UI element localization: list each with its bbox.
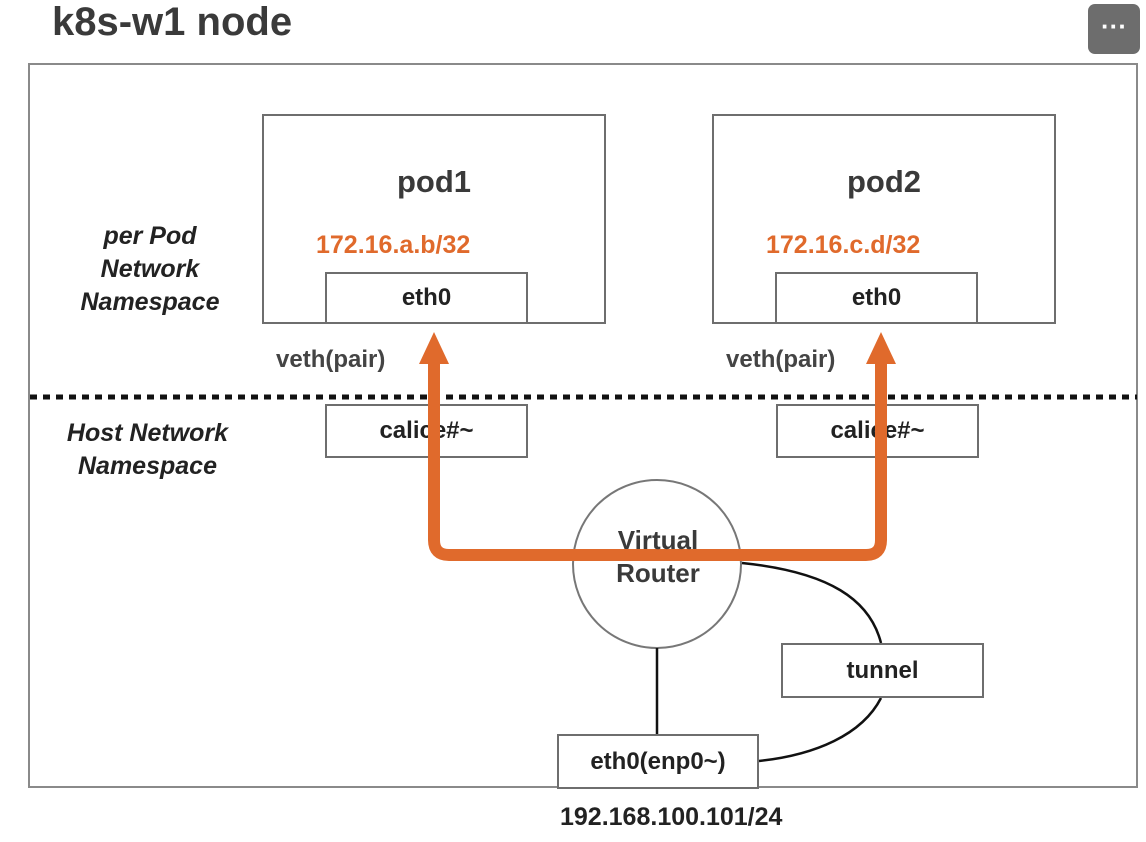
pod2-veth-label: veth(pair) xyxy=(726,346,836,373)
host-nic-ip: 192.168.100.101/24 xyxy=(560,803,783,831)
tunnel-box: tunnel xyxy=(781,643,984,698)
pod2-ip: 172.16.c.d/32 xyxy=(766,231,921,259)
traffic-path xyxy=(428,362,887,561)
pod1-name: pod1 xyxy=(396,164,472,199)
host-namespace-label: Host Network Namespace xyxy=(66,419,229,480)
pod2-eth0: eth0 xyxy=(775,272,978,324)
host-nic-label: eth0(enp0~) xyxy=(590,747,726,775)
virtual-router-label: Virtual Router xyxy=(616,525,700,588)
pod1-host-iface-label: calice#~ xyxy=(379,417,474,444)
pod2-eth0-label: eth0 xyxy=(851,284,902,311)
pod1-eth0-label: eth0 xyxy=(401,284,452,311)
pod1-ip: 172.16.a.b/32 xyxy=(316,231,471,259)
tunnel-label: tunnel xyxy=(846,656,919,684)
host-nic-box: eth0(enp0~) xyxy=(557,734,759,789)
pod2-name: pod2 xyxy=(846,164,922,199)
pod-namespace-label: per Pod Network Namespace xyxy=(80,222,220,316)
more-options-button[interactable]: ··· xyxy=(1088,4,1140,54)
pod2-arrowhead xyxy=(866,332,896,364)
page-title: k8s-w1 node xyxy=(52,0,293,44)
pod1-eth0: eth0 xyxy=(325,272,528,324)
pod1-veth-label: veth(pair) xyxy=(276,346,386,373)
ellipsis-icon: ··· xyxy=(1101,11,1127,41)
tunnel-to-nic-line xyxy=(758,697,883,763)
router-to-tunnel-line xyxy=(741,561,883,644)
pod1-arrowhead xyxy=(419,332,449,364)
pod1-host-iface: calice#~ xyxy=(325,404,528,458)
